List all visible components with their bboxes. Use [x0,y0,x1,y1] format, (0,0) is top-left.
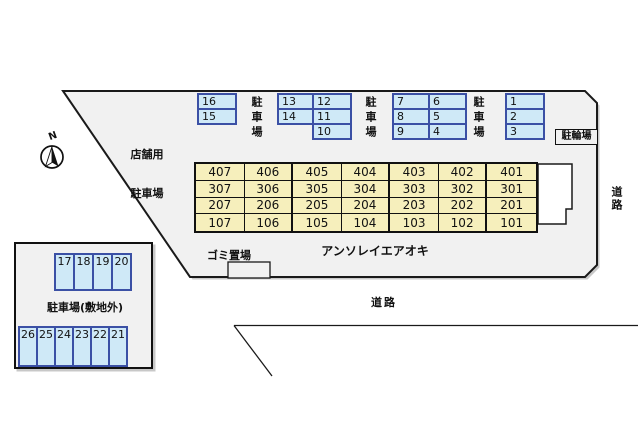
room-cell: 204 [341,197,391,215]
garbage-box [227,261,271,279]
parking-stall: 4 [428,123,467,140]
parking-stall: 18 [73,253,94,291]
parking-stall: 10 [312,123,352,140]
compass-icon [40,145,64,169]
parking-stall: 15 [197,108,237,125]
store-parking-line2: 駐車場 [130,187,164,200]
room-cell: 105 [293,214,342,231]
building-name: アンソレイエアオキ [321,244,429,258]
room-cell: 205 [293,197,342,215]
room-cell: 203 [390,197,439,215]
parking-label-3: 駐車場 [472,96,485,141]
room-cell: 202 [438,197,488,215]
room-cell: 401 [487,164,536,181]
parking-stall: 3 [505,123,545,140]
room-cell: 404 [341,164,391,181]
parking-stall: 17 [54,253,75,291]
parking-stall: 13 [277,93,314,110]
parking-label-1: 駐車場 [250,96,263,141]
road-label-bottom: 道路 [371,296,397,309]
room-cell: 307 [196,180,245,198]
room-cell: 207 [196,197,245,215]
parking-stall: 11 [312,108,352,125]
parking-stall: 24 [54,326,74,367]
bicycle-parking-label: 駐輪場 [555,129,598,145]
room-cell: 101 [500,215,524,230]
room-cell: 402 [438,164,488,181]
room-cell: 102 [439,214,488,231]
parking-stall: 26 [18,326,38,367]
parking-stall: 19 [92,253,113,291]
garbage-label: ゴミ置場 [207,249,251,262]
room-cell: 405 [293,164,342,181]
room-cell: 301 [487,181,536,198]
room-cell: 107 [196,214,245,231]
parking-stall: 9 [392,123,430,140]
room-cell: 403 [390,164,439,181]
room-cell: 206 [244,197,294,215]
parking-label-2: 駐車場 [364,96,377,141]
parking-stall: 21 [108,326,128,367]
parking-stall: 22 [90,326,110,367]
parking-stall: 25 [36,326,56,367]
room-cell: 305 [293,180,342,198]
road-line-diagonal [233,325,273,377]
parking-stall: 20 [111,253,132,291]
room-cell: 106 [245,214,294,231]
parking-stall: 23 [72,326,92,367]
room-cell: 406 [244,164,294,181]
road-label-right: 道路 [610,186,623,212]
room-cell: 304 [341,180,391,198]
room-cell: 407 [196,164,245,181]
room-cell: 306 [244,180,294,198]
store-parking-line1: 店舗用 [130,148,164,161]
room-cell: 103 [390,214,439,231]
room-cell: 302 [438,180,488,198]
room-cell: 303 [390,180,439,198]
store-parking-label: 店舗用 駐車場 [122,122,172,226]
room-cell: 104 [342,214,391,231]
building-entry-shape [537,163,573,225]
room-cell: 201 [487,198,536,215]
parking-stall: 14 [277,108,314,125]
offsite-parking-label: 駐車場(敷地外) [46,301,124,314]
